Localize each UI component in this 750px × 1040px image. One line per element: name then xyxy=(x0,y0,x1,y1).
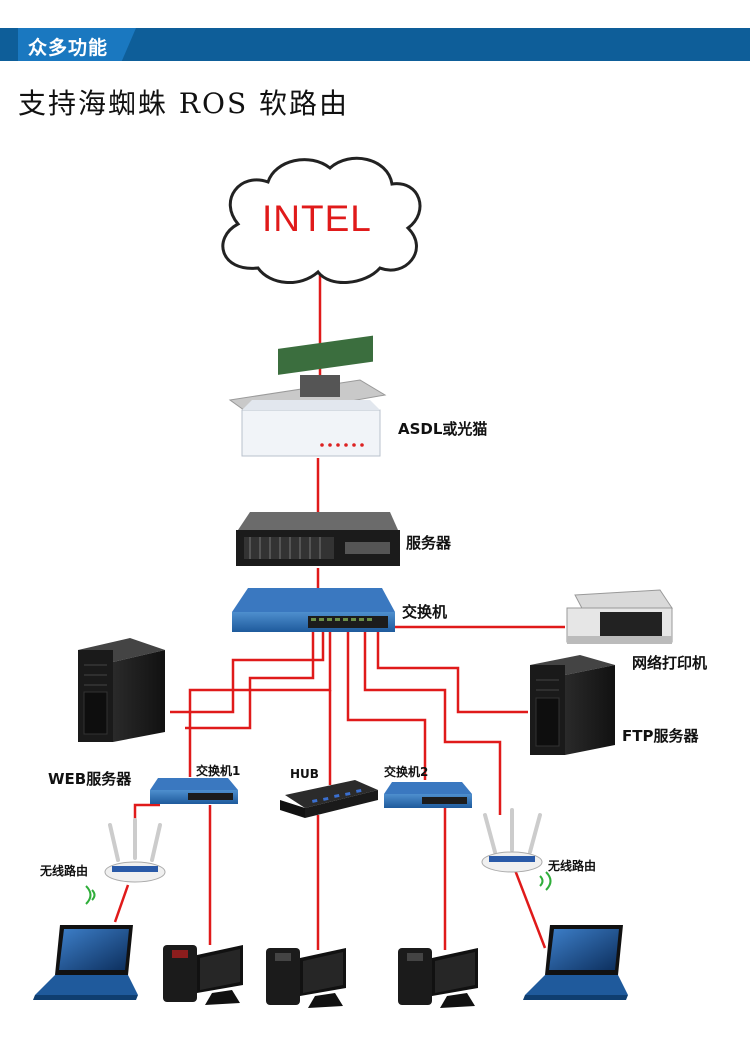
link-switch-webserver xyxy=(170,630,325,714)
modem-icon xyxy=(228,335,387,457)
desktop-pc-2-icon xyxy=(266,948,346,1008)
link-switch-switch1-a xyxy=(185,632,315,730)
main-switch-icon xyxy=(232,588,395,632)
link-switch-switch1 xyxy=(188,632,332,777)
desktop-pc-1-icon xyxy=(163,945,243,1005)
ftp-server-label: FTP服务器 xyxy=(622,727,699,745)
section-banner: 众多功能 xyxy=(0,28,750,61)
link-switch-switch2 xyxy=(346,632,427,780)
web-server-tower-icon xyxy=(78,638,165,742)
switch2-label: 交换机2 xyxy=(384,765,429,779)
link-switch-router-right xyxy=(363,632,502,815)
hub-label: HUB xyxy=(290,767,319,781)
router-left-label: 无线路由 xyxy=(40,864,89,878)
page-heading: 支持海蜘蛛 ROS 软路由 xyxy=(18,87,350,120)
rack-server-icon xyxy=(236,512,400,566)
cloud-label: INTEL xyxy=(262,198,372,239)
link-router-right-laptop xyxy=(513,869,547,949)
server-label: 服务器 xyxy=(406,534,452,552)
router-right-icon xyxy=(481,808,552,891)
printer-label: 网络打印机 xyxy=(632,654,708,672)
link-switch-ftp xyxy=(376,632,528,714)
link-router-left-laptop xyxy=(113,884,130,923)
router-right-label: 无线路由 xyxy=(548,859,597,873)
switch1-icon xyxy=(150,778,238,804)
web-server-label: WEB服务器 xyxy=(48,770,132,788)
laptop-right-icon xyxy=(523,925,628,1000)
main-switch-label: 交换机 xyxy=(402,603,448,621)
desktop-pc-3-icon xyxy=(398,948,478,1008)
banner-title: 众多功能 xyxy=(28,37,109,59)
switch1-label: 交换机1 xyxy=(196,764,241,778)
laptop-left-icon xyxy=(33,925,138,1000)
switch2-icon xyxy=(384,782,472,808)
internet-cloud xyxy=(221,156,422,285)
router-left-icon xyxy=(85,818,166,905)
banner-tab xyxy=(18,28,136,61)
printer-icon xyxy=(566,589,673,644)
connection-lines xyxy=(113,275,565,950)
modem-label: ASDL或光猫 xyxy=(398,420,488,438)
ftp-server-tower-icon xyxy=(530,655,615,755)
hub-icon xyxy=(280,780,378,818)
